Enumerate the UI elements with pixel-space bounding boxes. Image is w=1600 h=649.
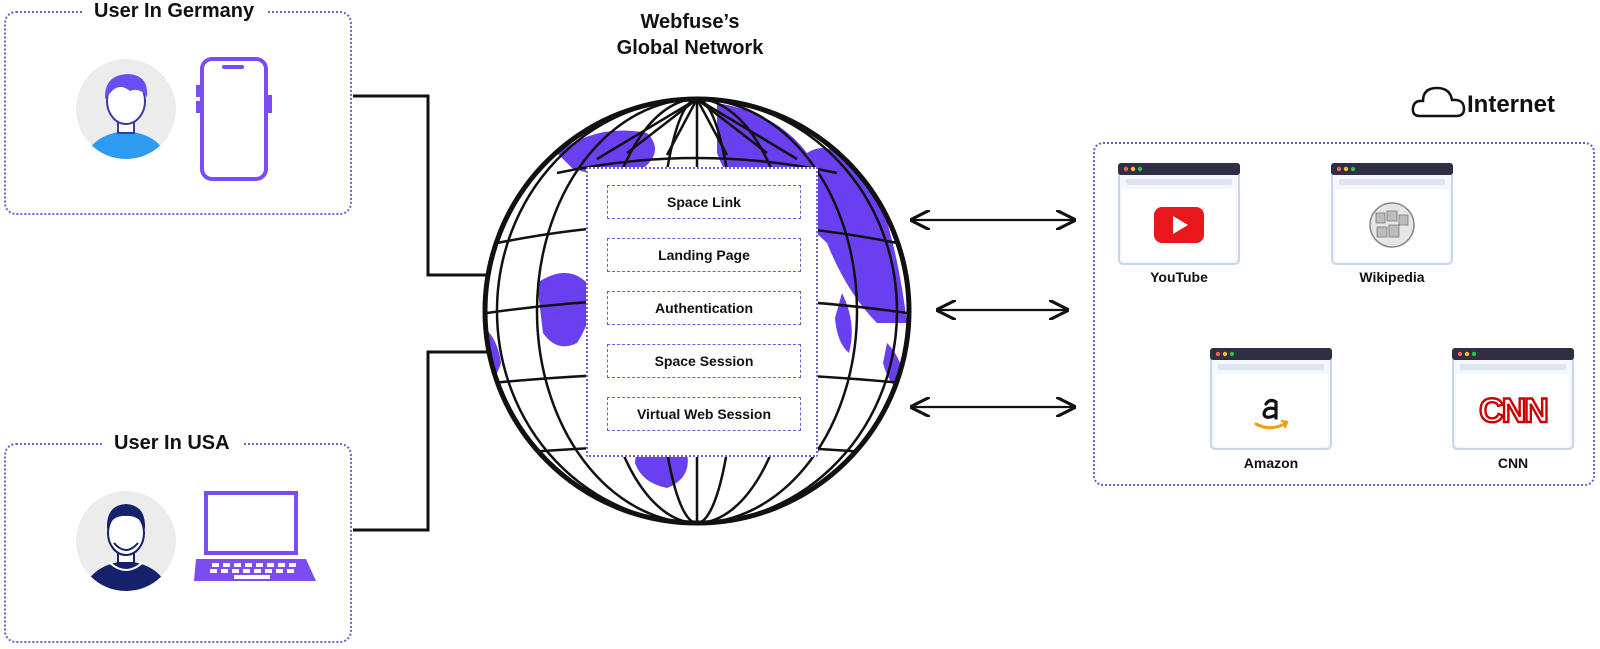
site-label-youtube: YouTube — [1150, 269, 1208, 285]
stack-item-space-link: Space Link — [607, 185, 801, 219]
stack-item-landing-page: Landing Page — [607, 238, 801, 272]
laptop-icon — [194, 491, 316, 581]
internet-label: Internet — [1467, 91, 1556, 118]
amazon-browser-window — [1210, 348, 1332, 450]
amazon-logo-icon — [1254, 398, 1289, 430]
site-label-cnn: CNN — [1497, 455, 1529, 471]
cnn-logo-icon: CNN — [1479, 392, 1547, 430]
network-title-line2: Global Network — [616, 37, 764, 59]
network-title-line1: Webfuse’s — [640, 11, 740, 33]
wikipedia-globe-icon — [1369, 202, 1415, 248]
youtube-browser-window — [1118, 163, 1240, 265]
stack-item-authentication: Authentication — [607, 291, 801, 325]
wikipedia-browser-window — [1331, 163, 1453, 265]
youtube-logo-icon — [1154, 207, 1204, 243]
user-avatar-icon — [76, 491, 176, 591]
user-germany-title: User In Germany — [82, 0, 267, 23]
user-usa-box: User In USA — [4, 431, 352, 643]
network-services-stack: Space Link Landing Page Authentication S… — [586, 167, 818, 457]
user-usa-title: User In USA — [102, 431, 242, 455]
stack-item-virtual-web-session: Virtual Web Session — [607, 397, 801, 431]
stack-item-space-session: Space Session — [607, 344, 801, 378]
cnn-browser-window: CNN — [1452, 348, 1574, 450]
cloud-icon — [1411, 86, 1466, 118]
phone-icon — [196, 57, 272, 181]
user-avatar-icon — [76, 59, 176, 159]
network-title: Webfuse’s Global Network — [560, 9, 820, 61]
site-label-amazon: Amazon — [1243, 455, 1299, 471]
connector-germany — [353, 94, 495, 277]
site-label-wikipedia: Wikipedia — [1359, 269, 1425, 285]
connector-usa — [353, 350, 495, 532]
user-germany-box: User In Germany — [4, 0, 352, 215]
